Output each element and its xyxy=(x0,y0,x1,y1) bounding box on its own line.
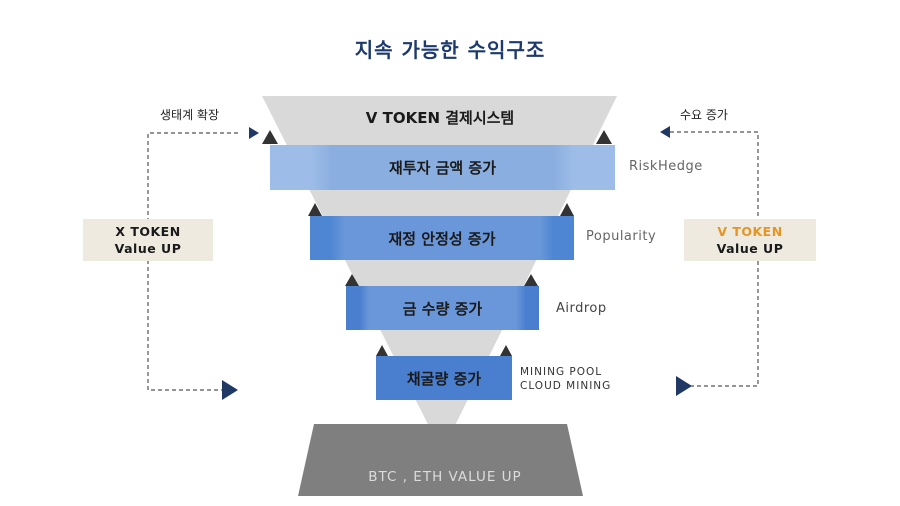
left-bottom-arrow xyxy=(222,380,238,400)
base-label: BTC , ETH VALUE UP xyxy=(368,469,522,485)
x-token-line-2: Value UP xyxy=(114,241,182,256)
mining-pool-label: MINING POOL xyxy=(520,366,603,378)
funnel-level-1: 재투자 금액 증가 xyxy=(270,145,615,190)
x-token-value-box: X TOKEN Value UP xyxy=(83,219,213,261)
funnel-level-1-label: 재투자 금액 증가 xyxy=(388,159,497,177)
right-loop-line xyxy=(670,131,759,387)
funnel-level-4: 채굴량 증가 xyxy=(376,356,512,400)
x-token-line-1: X TOKEN xyxy=(115,224,181,239)
corner-triangle xyxy=(596,130,612,144)
corner-triangle xyxy=(376,345,388,356)
v-token-line-1: V TOKEN xyxy=(717,224,783,239)
demand-increase-label: 수요 증가 xyxy=(680,108,728,122)
left-loop-line xyxy=(147,132,238,391)
corner-triangle xyxy=(262,130,278,144)
corner-triangle xyxy=(500,345,512,356)
airdrop-label: Airdrop xyxy=(556,301,607,316)
corner-triangle xyxy=(560,203,574,216)
right-bottom-arrow xyxy=(676,376,692,396)
funnel-level-4-label: 채굴량 증가 xyxy=(406,369,482,388)
v-token-value-box: V TOKEN Value UP xyxy=(684,219,816,261)
ecosystem-expansion-label: 생태계 확장 xyxy=(160,108,220,122)
corner-triangle xyxy=(345,274,359,286)
corner-triangle xyxy=(524,274,538,286)
funnel-level-3: 금 수량 증가 xyxy=(346,286,539,330)
corner-triangle xyxy=(308,203,322,216)
diagram-title: 지속 가능한 수익구조 xyxy=(354,38,546,62)
left-top-arrow xyxy=(249,127,259,139)
cloud-mining-label: CLOUD MINING xyxy=(520,380,612,392)
funnel-top-label: V TOKEN 결제시스템 xyxy=(310,104,570,130)
popularity-label: Popularity xyxy=(586,229,657,244)
right-top-arrow xyxy=(660,126,670,138)
v-token-line-2: Value UP xyxy=(716,241,784,256)
funnel-level-3-label: 금 수량 증가 xyxy=(402,299,483,318)
funnel-level-2: 재정 안정성 증가 xyxy=(310,216,574,260)
funnel-level-2-label: 재정 안정성 증가 xyxy=(388,229,496,248)
riskhedge-label: RiskHedge xyxy=(629,159,703,174)
base-trapezoid xyxy=(298,424,583,496)
funnel-top-label-text: V TOKEN 결제시스템 xyxy=(365,108,515,127)
